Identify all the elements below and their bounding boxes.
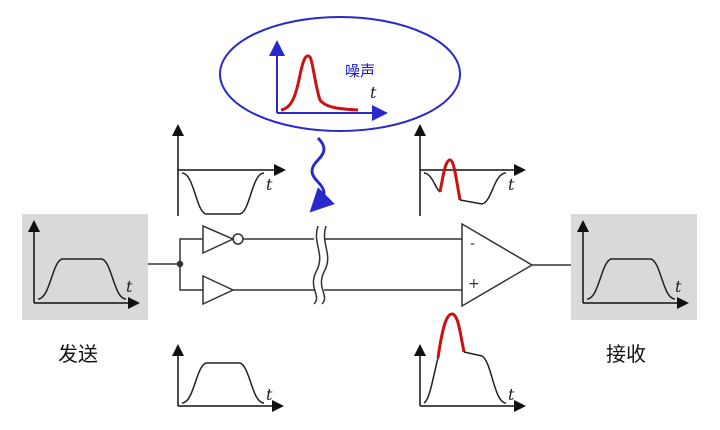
receive-waveform-box: t xyxy=(571,214,697,320)
inverted-signal-plot: t xyxy=(172,124,286,216)
inverted-noise-plot: t xyxy=(414,124,526,216)
circuit xyxy=(148,222,571,308)
inverter-buffer-icon xyxy=(202,224,235,255)
buffer-icon xyxy=(202,274,235,306)
noise-label: 噪声 xyxy=(345,62,375,80)
svg-text:t: t xyxy=(508,175,515,194)
svg-text:t: t xyxy=(126,277,133,296)
svg-text:t: t xyxy=(675,277,682,296)
differential-amplifier-icon xyxy=(461,222,534,308)
receive-label: 接收 xyxy=(606,342,646,366)
noise-coupling-arrow-icon xyxy=(309,136,335,213)
svg-text:t: t xyxy=(266,175,273,194)
noninverted-signal-plot: t xyxy=(172,344,284,412)
plus-sign: + xyxy=(468,276,480,292)
send-waveform-box: t xyxy=(22,214,148,320)
svg-text:t: t xyxy=(266,385,273,404)
noise-source: 噪声 t xyxy=(219,16,461,132)
minus-sign: - xyxy=(470,236,475,252)
svg-text:t: t xyxy=(508,385,515,404)
noise-pulse-curve xyxy=(280,54,359,112)
svg-text:t: t xyxy=(370,83,377,102)
send-label: 发送 xyxy=(58,342,98,366)
noninverted-noise-plot: t xyxy=(414,312,526,412)
twisted-pair-break-icon xyxy=(312,225,321,305)
